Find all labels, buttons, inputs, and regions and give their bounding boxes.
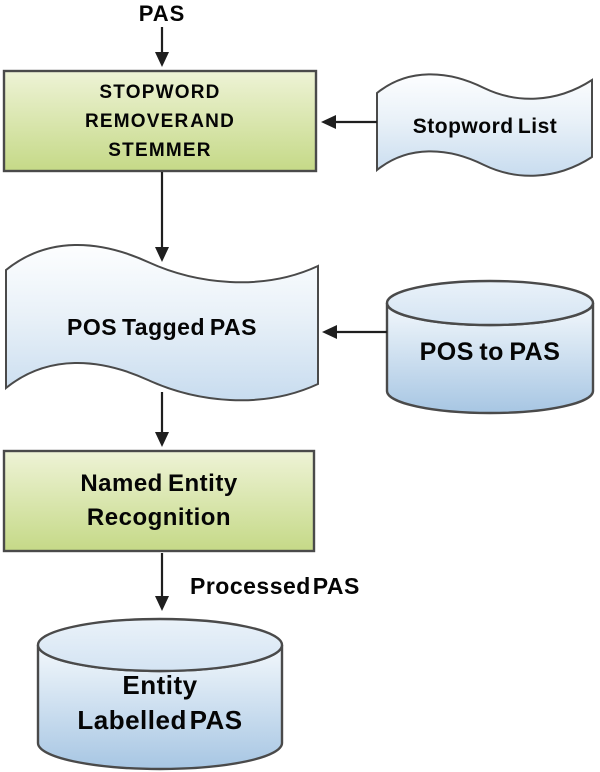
ner-label-line1: Named Entity	[80, 470, 238, 497]
entity-labelled-pas-node-label: Entity Labelled PAS	[38, 668, 282, 738]
arrow-pas-to-stopword-remover	[155, 27, 169, 67]
named-entity-recognition-node-shape	[2, 449, 316, 553]
entity-labelled-label-line2: Labelled PAS	[77, 705, 243, 735]
pos-to-pas-node-shape	[385, 279, 595, 415]
pos-tagged-pas-node-label: POS Tagged PAS	[66, 314, 257, 340]
arrow-remover-to-pos-tagged	[155, 172, 169, 262]
stopword-remover-label-line2: REMOVER AND	[84, 110, 235, 132]
arrow-ner-to-entity-labelled	[155, 553, 169, 611]
pos-tagged-pas-node-shape	[5, 244, 319, 402]
arrow-pos-to-pas-to-pos-tagged	[322, 325, 387, 339]
entity-labelled-label-line1: Entity	[122, 670, 198, 700]
named-entity-recognition-node-label: Named Entity Recognition	[4, 451, 314, 551]
arrow-pos-tagged-to-ner	[155, 392, 169, 447]
stopword-remover-label-line3: STEMMER	[108, 139, 212, 161]
stopword-list-node-label: Stopword List	[412, 115, 558, 138]
entity-labelled-pas-node-shape	[36, 617, 284, 771]
pos-to-pas-node-label: POS to PAS	[419, 338, 561, 366]
stopword-remover-node-shape	[2, 69, 318, 173]
stopword-remover-label-line1: STOPWORD	[99, 81, 221, 103]
stopword-remover-node-label: STOPWORD REMOVER AND STEMMER	[4, 71, 316, 171]
processed-pas-edge-label: Processed PAS	[190, 573, 360, 599]
arrow-stopword-list-to-remover	[321, 115, 377, 129]
stopword-list-node-shape	[376, 73, 593, 177]
input-pas-label: PAS	[138, 1, 186, 26]
ner-label-line2: Recognition	[86, 504, 232, 531]
